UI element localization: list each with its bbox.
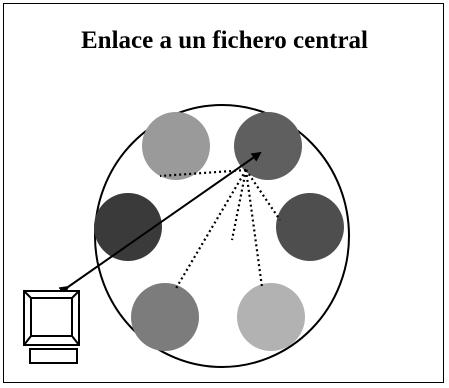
dotted-links <box>159 168 281 291</box>
computer-icon <box>23 290 80 364</box>
link-arrow <box>58 151 262 296</box>
monitor-screen <box>30 297 73 337</box>
file-node-bottom-right <box>237 283 305 351</box>
file-node-middle-left <box>94 193 162 261</box>
diagram-title: Enlace a un fichero central <box>81 27 368 54</box>
diagram-frame <box>3 3 444 383</box>
link-to-center <box>230 169 248 241</box>
file-node-bottom-left <box>131 283 199 351</box>
file-node-top-left <box>142 112 210 180</box>
file-node-middle-right <box>276 193 344 261</box>
keyboard-base <box>29 348 78 364</box>
link-to-bottom-right <box>244 169 264 288</box>
